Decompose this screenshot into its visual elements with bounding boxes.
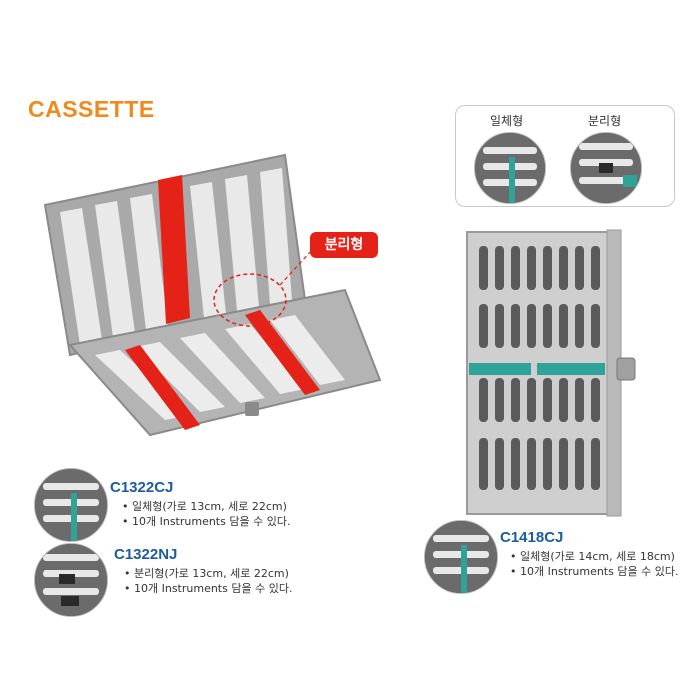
open-cassette-image bbox=[40, 150, 385, 440]
product-model-c1322cj: C1322CJ bbox=[110, 479, 174, 496]
separated-callout-badge: 분리형 bbox=[310, 232, 378, 258]
product-spec-line: • 분리형(가로 13cm, 세로 22cm) bbox=[124, 567, 289, 580]
legend-integrated-label: 일체형 bbox=[490, 114, 524, 128]
page-title: CASSETTE bbox=[28, 96, 155, 122]
product-model-c1418cj: C1418CJ bbox=[500, 529, 564, 546]
product-spec-line: • 일체형(가로 14cm, 세로 18cm) bbox=[510, 550, 675, 563]
legend-box: 일체형 분리형 bbox=[455, 105, 675, 207]
product-model-c1322nj: C1322NJ bbox=[114, 546, 178, 563]
separated-detail-image bbox=[570, 132, 642, 204]
product-spec-line: • 일체형(가로 13cm, 세로 22cm) bbox=[122, 500, 287, 513]
product-spec-line: • 10개 Instruments 담을 수 있다. bbox=[124, 582, 293, 595]
legend-separated-label: 분리형 bbox=[588, 114, 622, 128]
product-spec-line: • 10개 Instruments 담을 수 있다. bbox=[510, 565, 679, 578]
integrated-detail-image bbox=[474, 132, 546, 204]
c1418cj-detail-image bbox=[424, 520, 498, 594]
closed-cassette-image bbox=[465, 228, 640, 518]
c1322nj-detail-image bbox=[34, 543, 108, 617]
c1322cj-detail-image bbox=[34, 468, 108, 542]
product-spec-line: • 10개 Instruments 담을 수 있다. bbox=[122, 515, 291, 528]
